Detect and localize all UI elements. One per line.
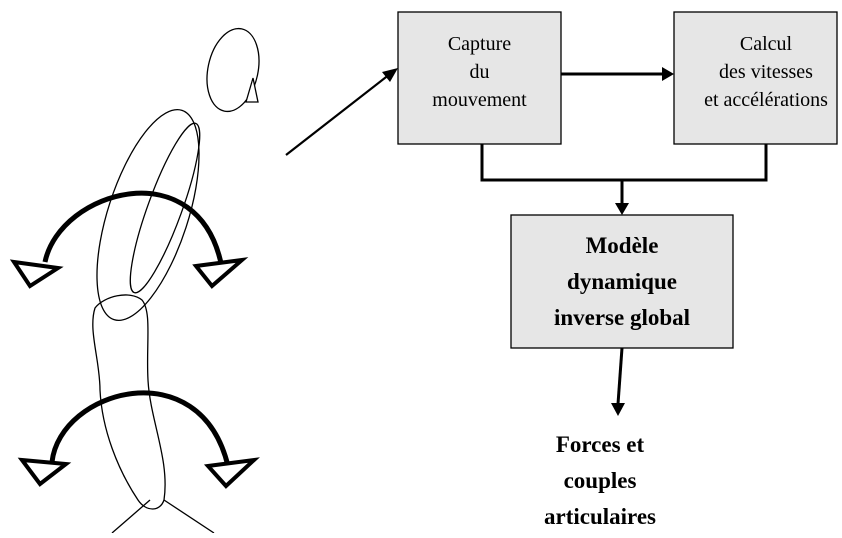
figure-to-capture-arrow (285, 68, 398, 156)
calcul-box: Calcul des vitesses et accélérations (673, 11, 838, 145)
boxes-to-modele-connector (480, 144, 768, 204)
figure-head (206, 27, 260, 113)
lower-moment-arrow (17, 390, 260, 489)
modele-input-arrowhead (615, 203, 629, 215)
capture-box-rect (397, 11, 562, 145)
calcul-line-3: et accélérations (704, 89, 828, 111)
capture-line-2: du (470, 61, 490, 83)
capture-to-calcul-arrow (561, 67, 674, 81)
figure-right-shin (163, 499, 215, 534)
human-figure (92, 27, 260, 534)
output-line-1: Forces et (556, 432, 645, 457)
figure-left-shin (111, 499, 151, 534)
calcul-box-rect (673, 11, 838, 145)
lower-arrow-right-head (203, 457, 260, 489)
calcul-line-2: des vitesses (719, 61, 813, 83)
output-line-3: articulaires (544, 504, 656, 529)
modele-box: Modèle dynamique inverse global (510, 214, 734, 349)
modele-line-3: inverse global (554, 305, 690, 330)
modele-line-1: Modèle (586, 233, 659, 258)
lower-arrow-left-head (17, 457, 72, 487)
modele-to-output-arrow (611, 347, 625, 416)
figure-nose (245, 77, 259, 103)
capture-box: Capture du mouvement (397, 11, 562, 145)
modele-line-2: dynamique (567, 269, 677, 294)
figure-torso (96, 109, 200, 321)
upper-moment-arrow (9, 190, 249, 289)
calcul-line-1: Calcul (740, 33, 793, 55)
modele-box-rect (510, 214, 734, 349)
capture-line-1: Capture (448, 33, 511, 55)
upper-arrow-right-head (192, 257, 249, 289)
figure-arm (129, 122, 201, 294)
capture-line-3: mouvement (432, 89, 527, 111)
output-label: Forces et couples articulaires (544, 432, 656, 529)
upper-arrow-left-head (9, 259, 64, 289)
figure-leg (92, 294, 166, 510)
output-line-2: couples (564, 468, 637, 493)
